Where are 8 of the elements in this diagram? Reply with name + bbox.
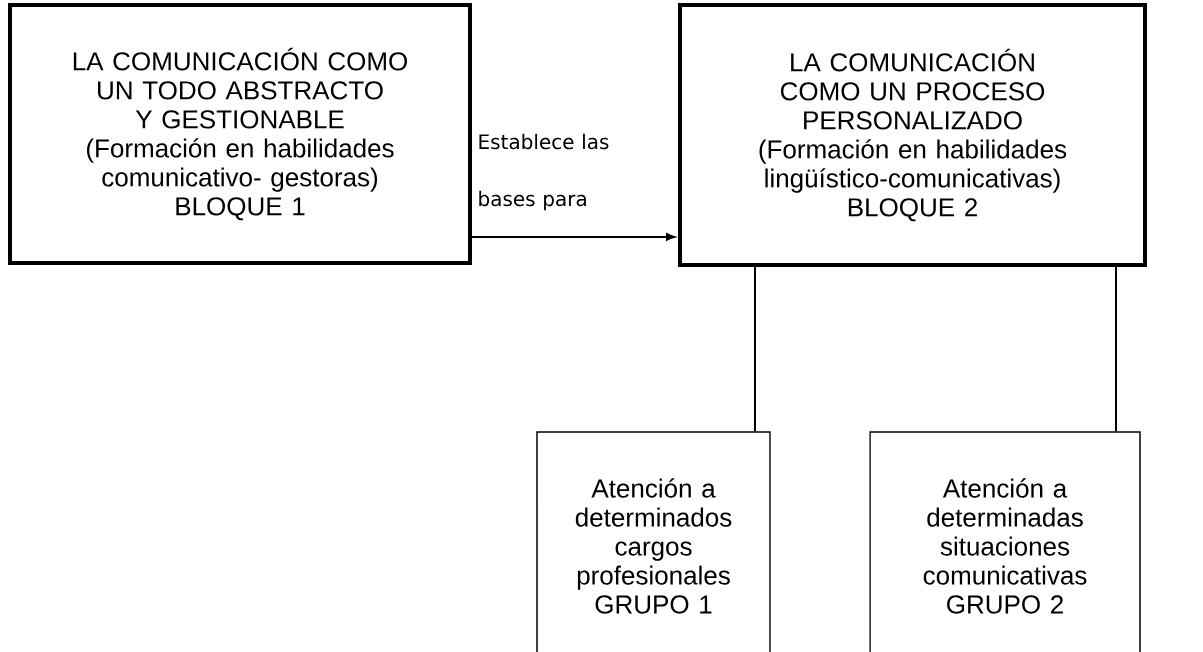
edge-label: Establece las bases para [479, 133, 609, 211]
process-box: LA COMUNICACIÓN COMO UN TODO ABSTRACTO Y GESTIONABLE (Formación en habilidades comunicativo- gestoras) BLOQUE 1 [8, 3, 472, 265]
arrow [471, 233, 675, 241]
connector-line [1115, 266, 1117, 433]
process-box: LA COMUNICACIÓN COMO UN PROCESO PERSONALIZADO (Formación en habilidades lingüístico-comunicativas) BLOQUE 2 [678, 3, 1147, 267]
connector-line [754, 266, 756, 433]
process-box: Atención a determinadas situaciones comunicativas GRUPO 2 [869, 431, 1141, 652]
process-box: Atención a determinados cargos profesionales GRUPO 1 [536, 431, 771, 652]
